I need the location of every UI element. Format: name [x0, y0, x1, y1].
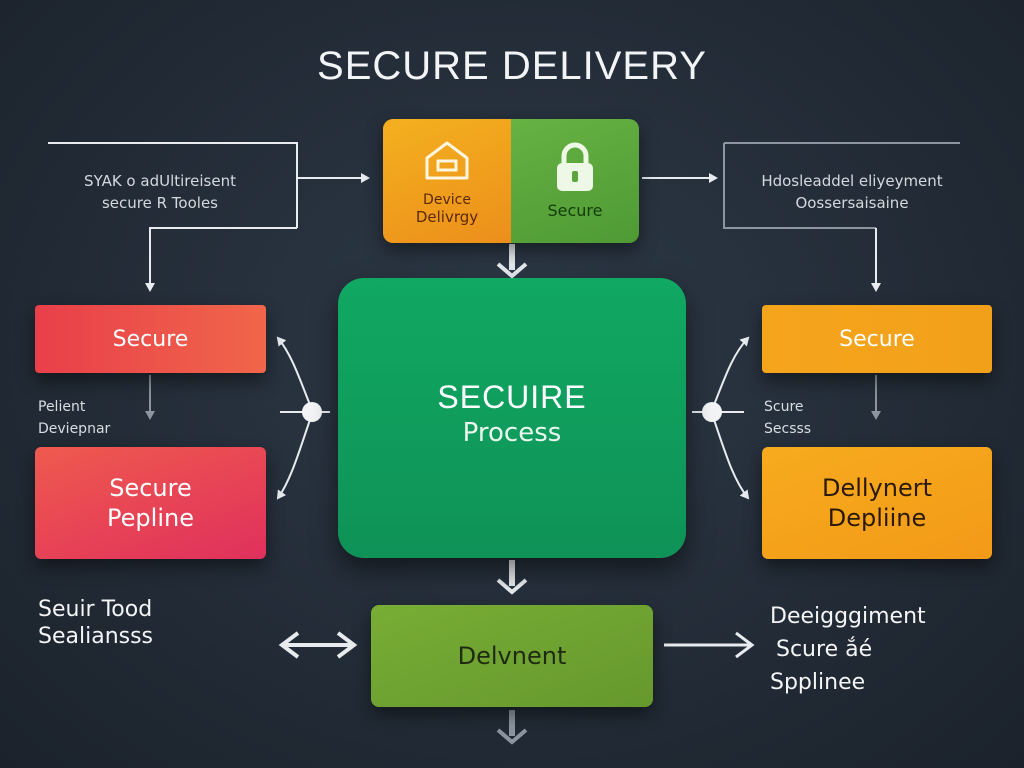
- bottom-left-note-line2: Sealiansss: [38, 624, 154, 649]
- top-right-note-line1: Hdosleaddel eliyeyment: [761, 172, 943, 190]
- top-left-note-line2: secure R Tooles: [101, 194, 218, 212]
- bottom-box: Delvnent: [371, 605, 653, 707]
- left-mid-note: Pelient Deviepnar: [38, 396, 138, 440]
- left-mid-note-line2: Deviepnar: [38, 421, 111, 437]
- left-box-2: Secure Pepline: [35, 447, 266, 559]
- top-right-note-line2: Oossersaisaine: [795, 194, 909, 212]
- top-left-note: SYAK o adUltireisent secure R Tooles: [50, 170, 270, 214]
- top-box: Device Delivrgy Secure: [383, 119, 639, 243]
- curve-right-lower: [711, 413, 750, 500]
- top-box-left-line2: Delivrgy: [415, 208, 479, 226]
- curve-left-upper: [276, 336, 313, 411]
- home-icon: [425, 141, 469, 180]
- right-box-1: Secure: [762, 305, 992, 373]
- arrow-topleft-to-topbox: [48, 142, 368, 228]
- top-box-left-half: Device Delivrgy: [383, 119, 511, 243]
- center-box: SECUIRE Process: [338, 278, 686, 558]
- right-box-2-line1: Dellynert: [821, 474, 933, 502]
- top-left-note-line1: SYAK o adUltireisent: [84, 172, 236, 190]
- right-mid-note-line2: Secsss: [764, 421, 812, 437]
- right-box-1-label: Secure: [839, 326, 915, 352]
- top-box-left-line1: Device: [423, 192, 471, 208]
- right-box-2-line2: Depliine: [827, 504, 927, 532]
- bracket-topright: [723, 142, 960, 229]
- center-box-line1: SECUIRE: [437, 378, 587, 415]
- top-right-note: Hdosleaddel eliyeyment Oossersaisaine: [732, 170, 972, 214]
- top-box-right-label: Secure: [547, 200, 603, 220]
- bottom-left-note-line1: Seuir Tood: [38, 597, 153, 622]
- curve-right-upper: [711, 336, 750, 411]
- left-box-1-label: Secure: [112, 326, 189, 352]
- bottom-right-note: Deeigggiment Scure ắé Spplinee: [770, 600, 1000, 699]
- bottom-box-label: Delvnent: [457, 642, 567, 670]
- center-box-line2: Process: [462, 417, 562, 448]
- bottom-left-note: Seuir Tood Sealiansss: [38, 596, 258, 650]
- curve-left-lower: [276, 413, 313, 500]
- bottom-right-note-line3: Spplinee: [770, 670, 866, 695]
- bottom-right-note-line2: Scure ắé: [776, 637, 873, 662]
- bottom-right-note-line1: Deeigggiment: [770, 604, 926, 629]
- left-box-2-line1: Secure: [109, 474, 192, 502]
- left-box-2-line2: Pepline: [107, 504, 194, 532]
- right-mid-note: Scure Secsss: [764, 396, 864, 440]
- right-mid-note-line1: Scure: [764, 399, 804, 415]
- right-box-2: Dellynert Depliine: [762, 447, 992, 559]
- top-box-right-half: Secure: [511, 119, 639, 243]
- diagram-title: SECURE DELIVERY: [317, 44, 707, 88]
- left-box-1: Secure: [35, 305, 266, 373]
- lock-icon: [557, 142, 593, 191]
- left-mid-note-line1: Pelient: [38, 399, 86, 415]
- arrow-topleft-to-leftbox: [145, 227, 297, 292]
